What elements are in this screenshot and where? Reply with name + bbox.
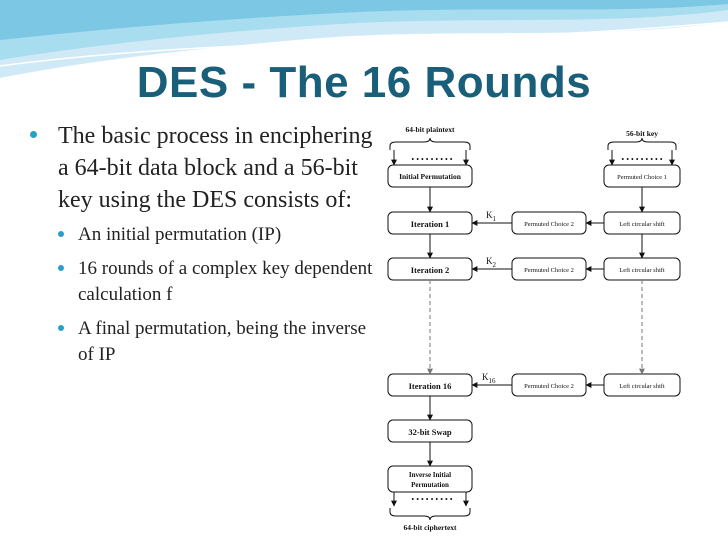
key-bit-dots: • • • • • • • • • [621,155,662,164]
key-label: 56-bit key [626,129,658,138]
sub-bullet-text: 16 rounds of a complex key dependent cal… [78,258,373,305]
iteration-16-label: Iteration 16 [409,381,452,391]
header-wave-decoration [0,0,728,78]
slide-title: DES - The 16 Rounds [136,58,592,107]
ciphertext-label: 64-bit ciphertext [403,523,457,532]
left-circular-shift-label: Left circular shift [619,383,665,390]
k1-label: K1 [486,210,497,223]
sub-bullet: An initial permutation (IP) [30,222,380,248]
plaintext-brace [389,137,471,150]
plaintext-label: 64-bit plaintext [406,125,455,134]
bullet-dot-icon [30,131,37,138]
sub-bullet-list: An initial permutation (IP) 16 rounds of… [30,222,380,368]
inverse-ip-label-line1: Inverse Initial [409,471,451,479]
initial-permutation-label: Initial Permutation [399,172,462,181]
bullet-main-text: The basic process in enciphering a 64-bi… [58,123,373,213]
swap-label: 32-bit Swap [408,427,451,437]
permuted-choice-2-label: Permuted Choice 2 [524,383,574,390]
bullet-main: The basic process in enciphering a 64-bi… [30,120,380,216]
bullet-dot-icon [58,325,64,331]
des-rounds-diagram: 64-bit plaintext 56-bit key • • • • • • … [387,125,681,532]
ciphertext-brace [389,508,471,521]
ciphertext-bit-dots: • • • • • • • • • [411,495,452,504]
permuted-choice-2-label: Permuted Choice 2 [524,267,574,274]
key-brace [607,137,677,150]
permuted-choice-1-label: Permuted Choice 1 [617,174,667,181]
bullet-list: The basic process in enciphering a 64-bi… [30,120,380,376]
bullet-dot-icon [58,265,64,271]
k16-label: K16 [482,372,496,385]
sub-bullet: A final permutation, being the inverse o… [30,316,380,368]
k2-label: K2 [486,256,497,269]
permuted-choice-2-label: Permuted Choice 2 [524,221,574,228]
sub-bullet: 16 rounds of a complex key dependent cal… [30,256,380,308]
sub-bullet-text: An initial permutation (IP) [78,224,282,245]
iteration-2-label: Iteration 2 [411,265,449,275]
iteration-1-label: Iteration 1 [411,219,449,229]
left-circular-shift-label: Left circular shift [619,267,665,274]
inverse-ip-label-line2: Permutation [411,481,449,489]
sub-bullet-text: A final permutation, being the inverse o… [78,318,367,365]
bullet-dot-icon [58,231,64,237]
plaintext-bit-dots: • • • • • • • • • [411,155,452,164]
left-circular-shift-label: Left circular shift [619,221,665,228]
